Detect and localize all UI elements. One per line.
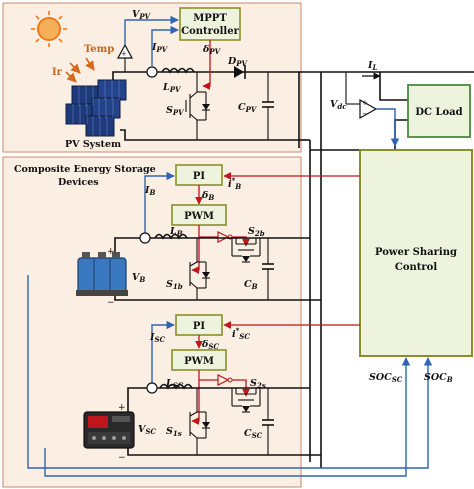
s-pv-switch — [185, 72, 210, 140]
svg-text:+: + — [362, 99, 368, 107]
battery-minus: − — [107, 298, 115, 308]
delta-pv-label: δPV — [202, 44, 222, 56]
sc-bus-bottom — [127, 448, 321, 456]
irradiance-arrow-2 — [65, 71, 77, 83]
pwm-sc-label: PWM — [184, 356, 214, 367]
temp-arrow — [85, 57, 95, 71]
psc-label-2: Control — [395, 262, 437, 273]
delta-pv-wire — [202, 40, 211, 90]
i-sc-ref-label: i*SC — [232, 326, 250, 341]
psc-label-1: Power Sharing — [375, 247, 457, 258]
i-b-wire — [144, 171, 175, 238]
storage-title-line1: Composite Energy Storage — [14, 164, 156, 175]
delta-sc-label: δSC — [201, 339, 219, 351]
c-sc-label: CSC — [244, 428, 263, 440]
s-1s-switch — [189, 388, 210, 455]
irradiance-arrow-1 — [69, 62, 81, 74]
svg-text:−: − — [362, 110, 368, 118]
s-1b-label: S1b — [166, 279, 183, 291]
pwm-b-label: PWM — [184, 211, 214, 222]
pwm-b-to-s2b — [232, 236, 250, 247]
pwm-sc-to-s1s — [191, 370, 200, 425]
l-b-inductor — [154, 233, 188, 240]
v-sc-label: VSC — [138, 424, 156, 436]
d-pv-diode — [234, 65, 246, 79]
i-b-label: IB — [144, 185, 155, 197]
i-sc-label: ISC — [149, 332, 166, 344]
i-pv-label: IPV — [151, 42, 169, 54]
i-pv-wire — [151, 25, 179, 67]
delta-b-label: δB — [201, 190, 214, 202]
s-2s-switch — [231, 388, 261, 413]
soc-b-wire — [27, 275, 433, 469]
power-sharing-control-block — [359, 149, 473, 357]
l-b-label: LB — [169, 226, 183, 238]
dc-load-label: DC Load — [415, 107, 462, 118]
storage-title-line2: Devices — [58, 177, 99, 188]
s-pv-label: SPV — [166, 105, 185, 117]
dc-load-block — [407, 84, 471, 138]
sc-plus: + — [118, 403, 126, 413]
c-b-label: CB — [244, 279, 258, 291]
sc-current-sensor — [146, 382, 158, 394]
irradiance-label: Ir — [52, 67, 63, 78]
c-pv-capacitor — [262, 72, 274, 140]
c-sc-capacitor — [262, 388, 274, 455]
battery-bus-top — [114, 237, 310, 255]
c-b-capacitor — [262, 238, 274, 300]
i-b-ref-label: i*B — [228, 176, 241, 191]
battery-current-sensor — [139, 232, 151, 244]
l-sc-inductor — [159, 383, 193, 390]
pv-current-sensor — [146, 66, 158, 78]
inverter-sc — [217, 374, 230, 386]
s-1b-switch — [189, 238, 210, 300]
v-pv-label: VPV — [132, 9, 152, 21]
supercapacitor-icon — [83, 411, 135, 449]
solar-panel-icon — [65, 79, 127, 137]
sun-icon — [31, 11, 67, 47]
v-pv-wire — [124, 15, 179, 45]
mppt-label-2: Controller — [181, 26, 239, 37]
pv-amp-plus: + — [121, 50, 127, 58]
v-b-label: VB — [132, 272, 145, 284]
sc-bus-top — [127, 387, 310, 412]
storage-region — [2, 156, 302, 488]
mppt-controller-block — [179, 7, 241, 41]
dc-load-return — [310, 119, 408, 151]
s-2s-label: S2s — [250, 378, 266, 390]
pi-b-label: PI — [193, 171, 206, 182]
s-2b-switch — [231, 238, 261, 263]
sc-minus: − — [118, 453, 126, 463]
temp-label: Temp — [84, 44, 114, 55]
l-sc-label: LSC — [165, 378, 184, 390]
s-1s-label: S1s — [166, 426, 182, 438]
pwm-sc-to-s2s — [232, 379, 250, 397]
pv-system-label: PV System — [65, 139, 121, 150]
i-l-label: IL — [367, 60, 377, 72]
s-2b-label: S2b — [248, 226, 265, 238]
l-pv-label: LPV — [162, 82, 182, 94]
d-pv-label: DPV — [227, 56, 249, 68]
pv-bus-top — [112, 71, 300, 148]
pwm-b-to-s1b — [191, 225, 200, 274]
battery-icon — [76, 252, 128, 296]
v-dc-wire — [376, 108, 400, 147]
vdc-amp — [359, 98, 378, 120]
pi-sc-label: PI — [193, 321, 206, 332]
soc-sc-wire — [44, 357, 411, 477]
soc-sc-label: SOCSC — [369, 372, 403, 384]
soc-b-label: SOCB — [424, 372, 453, 384]
v-dc-label: Vdc — [330, 99, 347, 111]
i-sc-wire — [151, 320, 175, 388]
c-pv-label: CPV — [238, 102, 258, 114]
pv-bus-bottom — [120, 129, 299, 141]
inverter-b — [217, 231, 230, 243]
battery-plus: + — [107, 247, 115, 257]
mppt-label-1: MPPT — [193, 13, 227, 24]
l-pv-inductor — [161, 67, 195, 74]
